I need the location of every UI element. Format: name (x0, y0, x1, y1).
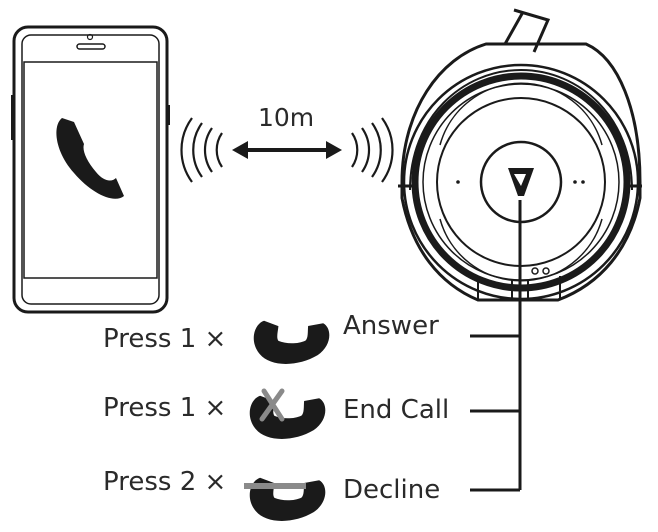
phone-decline-icon (240, 448, 334, 532)
headband-slider (503, 8, 551, 53)
press-count-answer: Press 1 × (103, 324, 227, 354)
action-decline: Decline (343, 475, 441, 505)
incoming-call-phone-icon (56, 118, 125, 199)
action-end-call: End Call (343, 395, 450, 425)
smartphone (11, 25, 170, 314)
phone-icon (244, 291, 338, 384)
right-signal-waves-icon (351, 117, 394, 183)
press-count-end-call: Press 1 × (103, 393, 227, 423)
multifunction-button-leader (470, 200, 522, 492)
range-label: 10m (258, 103, 315, 132)
brand-logo (508, 168, 534, 196)
action-answer: Answer (343, 311, 439, 341)
range-arrow-icon (232, 141, 342, 159)
left-signal-waves-icon (180, 117, 223, 183)
press-count-decline: Press 2 × (103, 467, 227, 497)
phone-end-call-icon (240, 366, 334, 459)
volume-dots-icon (456, 180, 585, 184)
